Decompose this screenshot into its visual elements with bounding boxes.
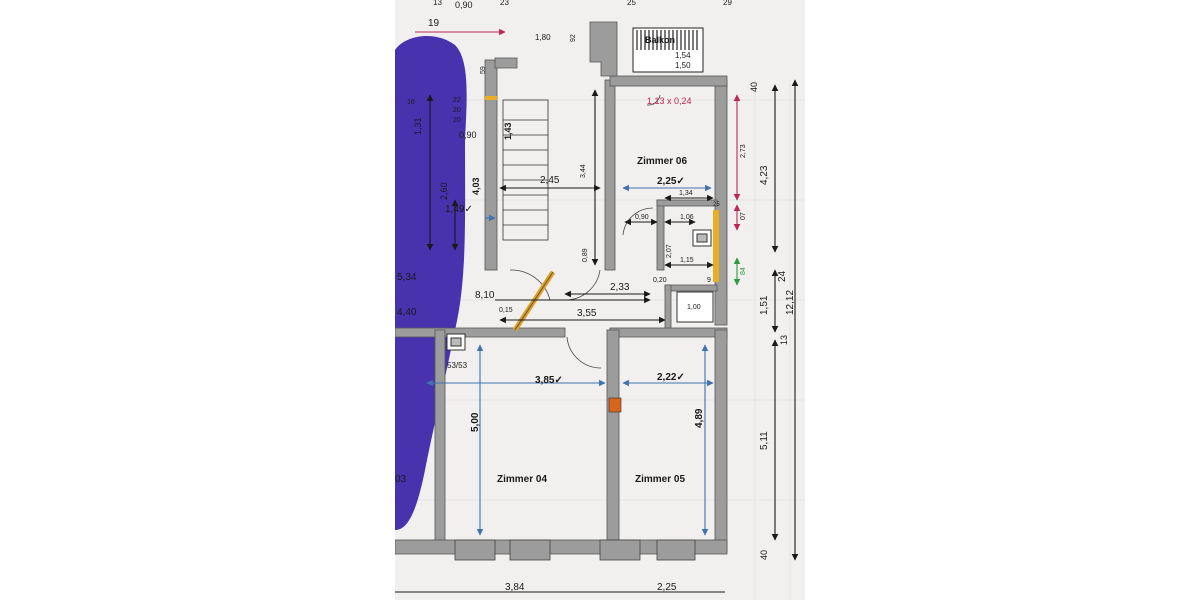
- right-dim-40-top: 40: [749, 82, 759, 92]
- left-label-534: 5,34: [397, 272, 417, 283]
- left-label-149: 1,49✓: [445, 204, 473, 215]
- left-label-131: 1,31: [413, 117, 423, 135]
- stair-height: 3,44: [580, 164, 587, 178]
- bottom-dim-384: 3,84: [505, 582, 525, 593]
- hall-side: 2,33: [610, 282, 630, 293]
- right-dim-1212: 12,12: [785, 290, 796, 315]
- bath-w2: 1,06: [680, 214, 694, 221]
- balkon-area-a: 1,54: [675, 51, 691, 60]
- bottom-dim-225: 2,25: [657, 582, 677, 593]
- zimmer-05-width: 2,22✓: [657, 372, 685, 383]
- top-label-29: 29: [723, 0, 732, 7]
- zimmer-04-width: 3,85✓: [535, 375, 563, 386]
- radiator-orange: [608, 397, 622, 413]
- right-dim-40-bottom: 40: [759, 550, 769, 560]
- window-note: 1,13 x 0,24: [647, 96, 692, 106]
- bath-d1: 0,90: [635, 214, 649, 221]
- bath-side: 2,07: [666, 244, 673, 258]
- hall-step: 0,15: [499, 307, 513, 314]
- walls: [395, 21, 728, 555]
- top-label-92: 92: [570, 34, 577, 42]
- bottom-windows: [454, 539, 696, 561]
- staircase: [502, 99, 549, 241]
- room-label-zimmer-04: Zimmer 04: [497, 474, 547, 485]
- zimmer-04-height: 5,00: [470, 412, 481, 432]
- door-swings: [509, 94, 661, 369]
- balkon: [632, 27, 704, 73]
- marker-overlay: [395, 35, 467, 531]
- room-label-balkon: Balkon: [645, 35, 675, 45]
- right-dim-84: 84: [740, 267, 747, 275]
- left-label-090: 0,90: [459, 130, 477, 140]
- top-label-13: 13: [433, 0, 442, 7]
- zimmer-05-height: 4,89: [694, 408, 705, 428]
- left-label-20a: 20: [453, 107, 461, 114]
- left-label-03: 03: [395, 474, 407, 485]
- top-label-090: 0,90: [455, 0, 473, 10]
- top-label-25: 25: [627, 0, 636, 7]
- top-label-23: 23: [500, 0, 509, 7]
- right-dim-07: 07: [740, 212, 747, 220]
- top-label-59: 59: [480, 66, 487, 74]
- right-dim-423: 4,23: [759, 165, 770, 185]
- stair-run: 1,43: [503, 122, 513, 140]
- bath-num: 9: [707, 277, 711, 284]
- floor-plan-drawing: Balkon 1,54 1,50 Zimmer 06 2,25✓ Zimmer …: [395, 0, 805, 600]
- bath-tick: 25: [713, 202, 720, 208]
- hall-length: 8,10: [475, 290, 495, 301]
- stair-width: 2,45: [540, 175, 560, 186]
- balkon-area-b: 1,50: [675, 61, 691, 70]
- stair-bottom: 0,89: [582, 248, 589, 262]
- room-label-zimmer-06: Zimmer 06: [637, 156, 687, 167]
- right-dim-24: 24: [777, 270, 788, 282]
- left-label-260: 2,60: [439, 182, 449, 200]
- bath-w3: 1,15: [680, 257, 694, 264]
- right-dim-13: 13: [779, 335, 789, 345]
- bath-w1: 1,34: [679, 190, 693, 197]
- dimension-lines: [426, 184, 714, 536]
- bath-yellow-strip: [713, 210, 719, 282]
- bath-small: 0,20: [653, 277, 667, 284]
- left-label-20b: 20: [453, 117, 461, 124]
- right-dim-273: 2,73: [740, 144, 747, 158]
- left-label-403: 4,03: [471, 177, 481, 195]
- left-label-22: 22: [453, 97, 461, 104]
- room-label-zimmer-05: Zimmer 05: [635, 474, 685, 485]
- top-label-180: 1,80: [535, 33, 551, 42]
- hall-yellow-strip: [485, 96, 497, 100]
- floor-plan-photo: Balkon 1,54 1,50 Zimmer 06 2,25✓ Zimmer …: [395, 0, 805, 600]
- top-label-19: 19: [428, 18, 440, 29]
- fixtures: [446, 229, 714, 351]
- zimmer-06-width: 2,25✓: [657, 176, 685, 187]
- left-label-440: 4,40: [397, 307, 417, 318]
- right-dim-151: 1,51: [759, 295, 770, 315]
- right-dim-511: 5,11: [759, 431, 770, 450]
- left-label-16: 16: [407, 99, 415, 106]
- hall-inner: 3,55: [577, 308, 597, 319]
- bath-lower: 1,00: [687, 304, 701, 311]
- left-label-5353: 53/53: [447, 361, 468, 370]
